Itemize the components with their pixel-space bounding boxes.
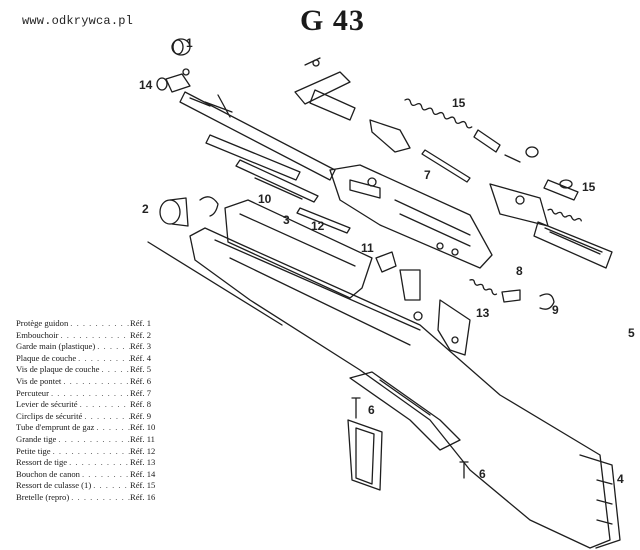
barrel-part: [179, 91, 336, 181]
legend-row: Tube d'emprunt de gazRéf. 10: [16, 422, 166, 434]
callout-6-right: 6: [479, 467, 486, 481]
legend-row: Protège guidonRéf. 1: [16, 318, 166, 330]
callout-15-lower: 15: [582, 180, 596, 194]
page-title: G 43: [300, 4, 365, 37]
callout-6-left: 6: [368, 403, 375, 417]
watermark: www.odkrywca.pl: [22, 14, 134, 28]
legend-row: Ressort de tigeRéf. 13: [16, 457, 166, 469]
recoil-spring-part: [404, 98, 539, 163]
muzzle-protector-part: [171, 38, 191, 56]
receiver-part: [329, 164, 493, 269]
legend-row: Vis de pontetRéf. 6: [16, 376, 166, 388]
callout-2: 2: [142, 202, 149, 216]
callout-5: 5: [628, 326, 635, 340]
legend-row: Grande tigeRéf. 11: [16, 434, 166, 446]
legend-row: Vis de plaque de coucheRéf. 5: [16, 364, 166, 376]
cleaning-rod-part: [147, 241, 283, 326]
handguard-part: [224, 199, 373, 299]
legend-row: Levier de sécuritéRéf. 8: [16, 399, 166, 411]
callout-9: 9: [552, 303, 559, 317]
legend-row: PercuteurRéf. 7: [16, 388, 166, 400]
callout-13: 13: [476, 306, 490, 320]
legend-row: Garde main (plastique)Réf. 3: [16, 341, 166, 353]
trigger-guard-part: [349, 371, 461, 451]
callout-10: 10: [258, 192, 272, 206]
callout-14: 14: [139, 78, 153, 92]
callout-12: 12: [311, 219, 325, 233]
legend-row: Plaque de coucheRéf. 4: [16, 353, 166, 365]
magazine-part: [347, 419, 383, 491]
trigger-group-part: [375, 251, 555, 356]
legend-row: Bouchon de canonRéf. 14: [16, 469, 166, 481]
callout-11: 11: [361, 241, 374, 255]
legend-row: EmbouchoirRéf. 2: [16, 330, 166, 342]
legend-row: Petite tigeRéf. 12: [16, 446, 166, 458]
legend-row: Circlips de sécuritéRéf. 9: [16, 411, 166, 423]
legend-row: Ressort de culasse (1)Réf. 15: [16, 480, 166, 492]
bolt-assembly-part: [489, 179, 613, 269]
firing-pin-part: [421, 149, 471, 183]
stock-part: [189, 227, 621, 549]
gas-tube-part: [205, 134, 351, 234]
callout-8: 8: [516, 264, 523, 278]
callout-4: 4: [617, 472, 624, 486]
callout-7: 7: [424, 168, 431, 182]
callout-3: 3: [283, 213, 290, 227]
bolt-carrier-part: [294, 57, 411, 153]
muzzle-plug-part: [156, 68, 191, 93]
callout-15-upper: 15: [452, 96, 466, 110]
parts-legend: Protège guidonRéf. 1 EmbouchoirRéf. 2 Ga…: [16, 318, 166, 504]
callout-1: 1: [186, 36, 193, 50]
legend-row: Bretelle (repro)Réf. 16: [16, 492, 166, 504]
screw-part: [351, 397, 469, 479]
nose-cap-part: [159, 196, 219, 227]
